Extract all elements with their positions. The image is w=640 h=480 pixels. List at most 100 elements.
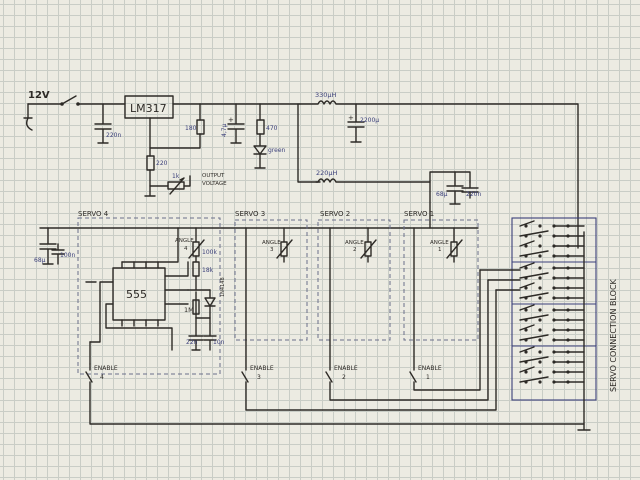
servo-2-angle-no: 2 (353, 247, 357, 253)
servo-2-angle: ANGLE (345, 240, 364, 246)
servo-4-angle-no: 4 (184, 246, 188, 252)
connector-wire (519, 356, 585, 363)
servo-3-enable: ENABLE (250, 365, 274, 372)
servo-1-angle-no: 1 (438, 247, 442, 253)
connector-wire (519, 272, 585, 279)
r-1m-label: 1M (184, 306, 194, 314)
r1-feedback: 180 (149, 103, 205, 149)
servo-3-angle-no: 3 (270, 247, 274, 253)
c-left1-label: 68μ (34, 257, 46, 264)
main-filter: 330μH 2200μ + (297, 91, 579, 249)
power-switch-icon (61, 95, 77, 105)
connector-pin (538, 370, 542, 374)
angle-pot-4-icon (188, 227, 205, 259)
c-left2-label: 100n (60, 252, 75, 259)
connector-wire (519, 324, 585, 331)
connector-pin (538, 380, 542, 384)
aux-filter: 220μH 68μ 220n (315, 169, 481, 229)
led-icon (253, 133, 267, 169)
c-in-label: 220n (106, 132, 121, 139)
connector-pin (524, 370, 528, 374)
connector-pins (519, 220, 585, 384)
servo-connection-block: SERVO CONNECTION BLOCK (479, 217, 618, 431)
connector-wire (519, 346, 585, 353)
adjust-network: 220 1k OUTPUT VOLTAGE (144, 155, 227, 197)
servo-3-block: SERVO 3 ANGLE 3 ENABLE 3 (234, 210, 497, 411)
enable-switch-3-icon (241, 227, 497, 411)
connector-wire (519, 366, 585, 373)
connection-block-label: SERVO CONNECTION BLOCK (609, 278, 618, 392)
servo-2-title: SERVO 2 (320, 210, 350, 218)
servo-3-title: SERVO 3 (235, 210, 265, 218)
enable-switch-2-icon (325, 227, 489, 401)
servo-2-enable: ENABLE (334, 365, 358, 372)
output-voltage-label-2: VOLTAGE (202, 181, 227, 187)
servo-1-block: SERVO 1 ANGLE 1 ENABLE 1 (403, 210, 481, 391)
left-decoupling: 68μ 100n (34, 227, 75, 265)
enable-switch-1-icon (409, 227, 481, 391)
connector-pin (538, 254, 542, 258)
connector-pin (524, 328, 528, 332)
servo-4-angle: ANGLE (175, 238, 194, 244)
servo-1-enable-no: 1 (426, 374, 430, 381)
connector-pin (538, 308, 542, 312)
r-18k-label: 18k (202, 267, 214, 274)
connector-wire (519, 220, 585, 227)
diode-label: 1N4148 (220, 277, 226, 297)
power-input: 12V (23, 90, 126, 131)
c-10n-label: 10n (213, 339, 225, 346)
c-aux1-label: 68μ (436, 191, 448, 198)
angle-pot-1-icon (446, 227, 463, 263)
connector-pin (524, 266, 528, 270)
connector-wire (519, 250, 585, 257)
connector-pin (524, 286, 528, 290)
l1-label: 330μH (315, 91, 337, 99)
connector-pin (524, 244, 528, 248)
connector-wire (519, 314, 585, 321)
input-capacitor: 220n (94, 103, 121, 144)
connector-wire (519, 262, 585, 269)
servo-1-title: SERVO 1 (404, 210, 434, 218)
connector-pin (538, 224, 542, 228)
connector-pin (538, 266, 542, 270)
output-voltage-label-1: OUTPUT (202, 173, 225, 179)
connector-pin (538, 286, 542, 290)
regulator-label: LM317 (130, 102, 167, 115)
diode-icon (195, 289, 216, 319)
servo-3-enable-no: 3 (257, 374, 261, 381)
connector-wire (519, 334, 585, 341)
angle-pot-3-icon (276, 227, 293, 263)
connector-wire (519, 304, 585, 311)
connector-pin (538, 360, 542, 364)
r-led-label: 470 (266, 125, 278, 132)
servo-3-angle: ANGLE (262, 240, 281, 246)
c-aux2-label: 220n (466, 191, 481, 198)
r1-label: 180 (185, 125, 197, 132)
connector-wire (519, 240, 585, 247)
servo-2-block: SERVO 2 ANGLE 2 ENABLE 2 (317, 210, 489, 401)
connector-pin (538, 338, 542, 342)
connector-pin (538, 234, 542, 238)
connector-wire (519, 230, 585, 237)
connector-wire (519, 282, 585, 289)
servo-1-angle: ANGLE (430, 240, 449, 246)
connector-pin (538, 244, 542, 248)
connector-pin (524, 308, 528, 312)
ne555-chip (112, 267, 166, 321)
timer-label: 555 (126, 288, 147, 301)
connector-pin (538, 328, 542, 332)
dc-jack-icon (23, 103, 33, 131)
connector-pin (538, 318, 542, 322)
supply-label: 12V (28, 90, 50, 101)
c-out-label: 4,7μ (221, 123, 228, 137)
servo-4-enable-no: 4 (100, 374, 104, 381)
c-out-plus: + (228, 116, 234, 124)
connector-pin (524, 224, 528, 228)
r-100k-label: 100k (202, 249, 217, 256)
servo-4-block: SERVO 4 ANGLE 4 100k 18k 1M 1N4148 22n 1… (77, 210, 585, 425)
servo-4-enable: ENABLE (94, 365, 118, 372)
pot-out-label: 1k (172, 173, 180, 180)
servo-4-title: SERVO 4 (78, 210, 109, 218)
c-main-label: 2200μ (360, 117, 379, 124)
enable-switch-4-icon (85, 363, 585, 425)
